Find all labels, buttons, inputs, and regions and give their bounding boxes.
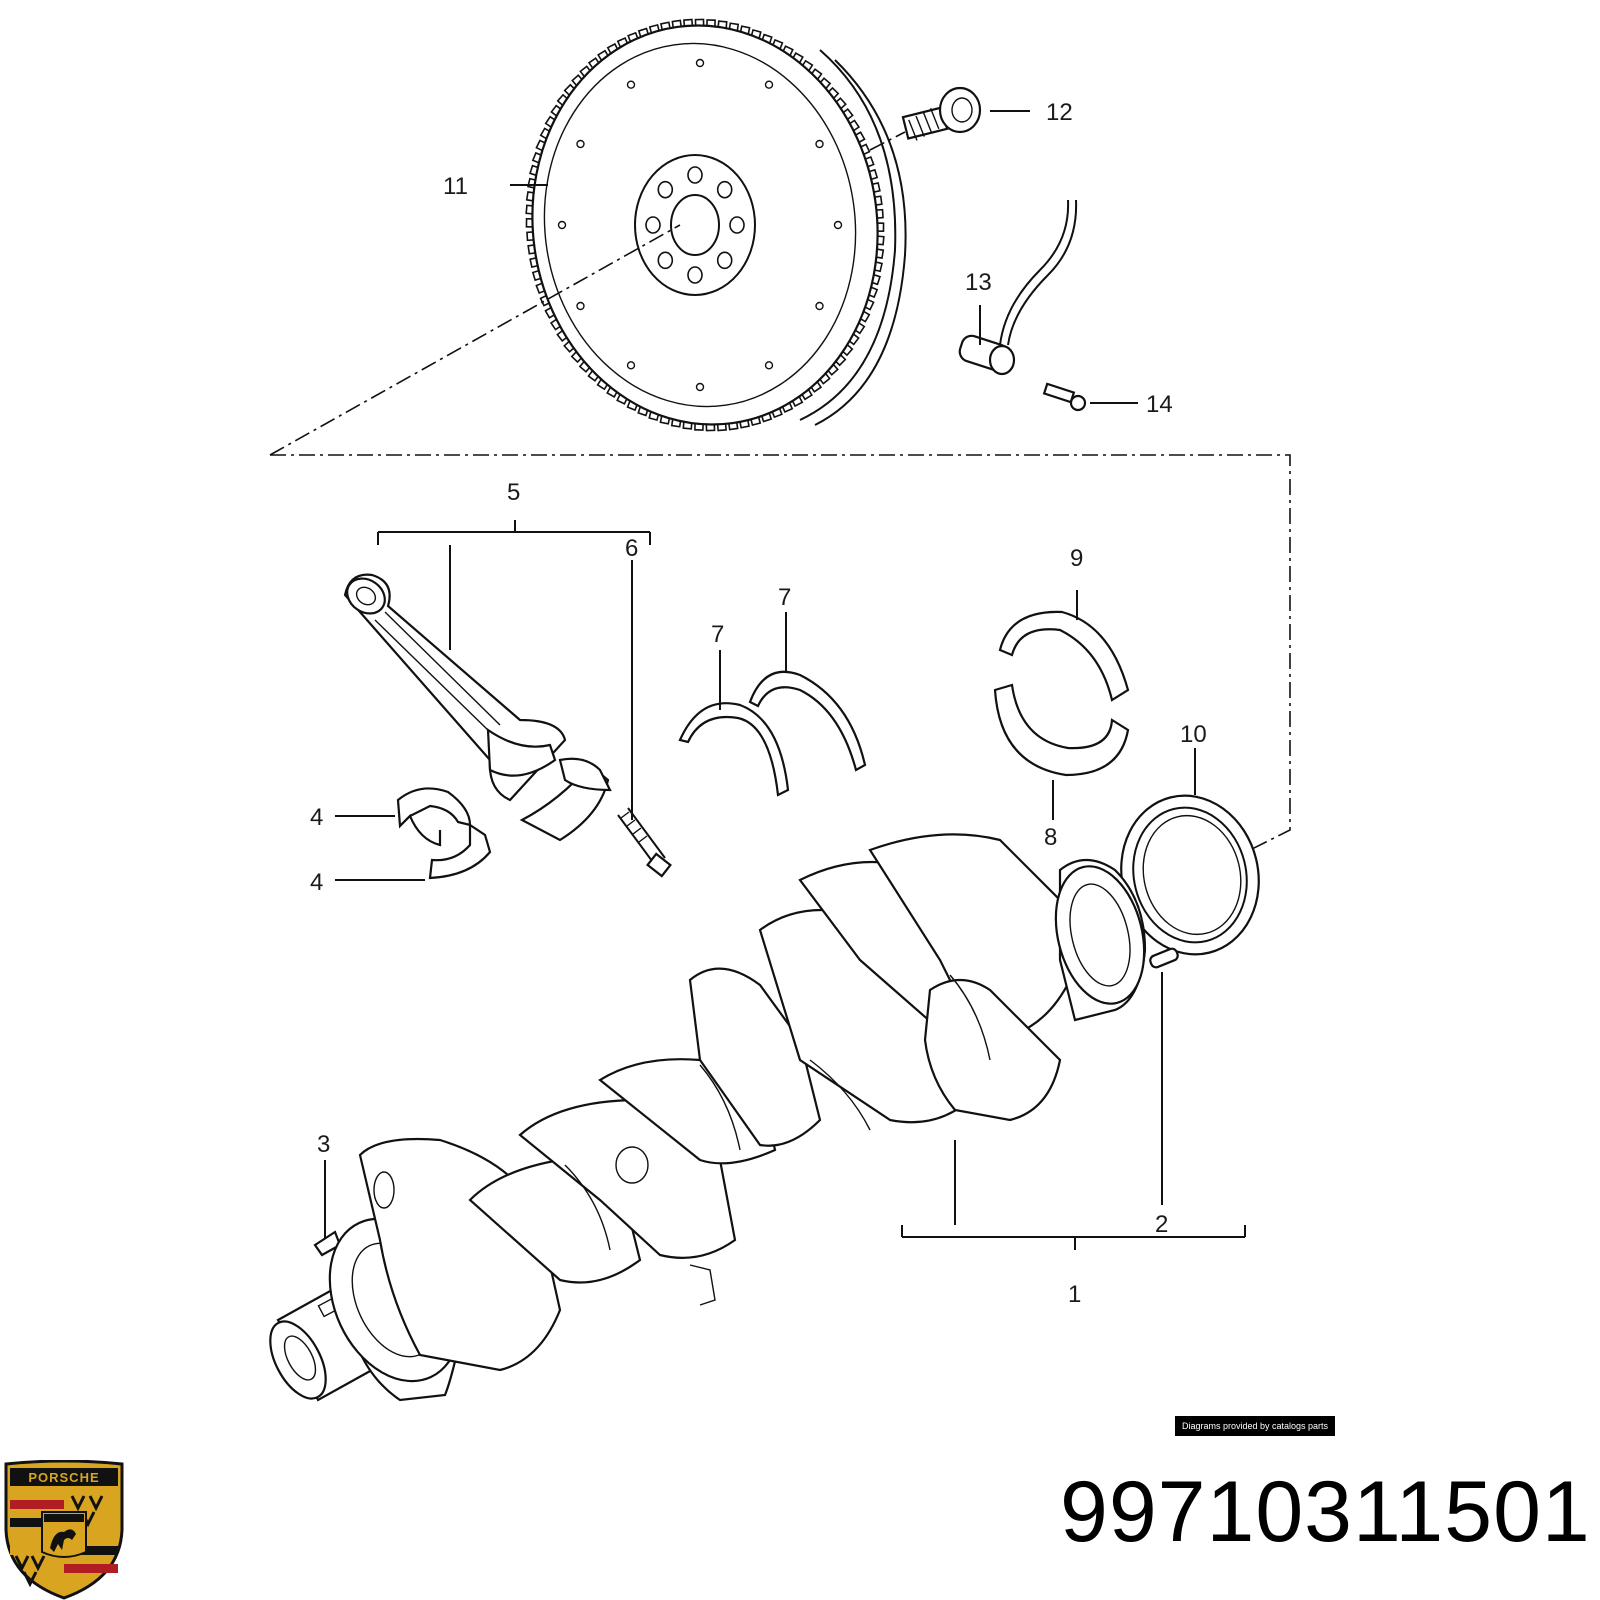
flywheel-rivet [695, 382, 705, 392]
diagram-credit-label: Diagrams provided by catalogs parts [1175, 1416, 1335, 1436]
flywheel-rivet [695, 58, 705, 68]
porsche-crest-logo: PORSCHE [4, 1460, 124, 1600]
callout-7-left: 7 [711, 621, 724, 648]
callout-2: 2 [1155, 1211, 1168, 1238]
rod-bolt [617, 807, 672, 878]
flywheel-rivet [764, 80, 774, 89]
callout-9: 9 [1070, 545, 1083, 572]
part-number: 99710311501 [1060, 1464, 1591, 1560]
callout-12: 12 [1046, 99, 1073, 126]
callouts: 11 12 13 14 5 6 7 7 9 10 8 4 4 3 2 1 [310, 99, 1207, 1308]
flywheel-bolt-hole [687, 166, 703, 184]
callout-14: 14 [1146, 391, 1173, 418]
leader-lines [324, 110, 1246, 1250]
callout-7-right: 7 [778, 584, 791, 611]
crankshaft-seal [1120, 794, 1260, 956]
main-bearing-shell-upper [998, 610, 1130, 702]
callout-10: 10 [1180, 721, 1207, 748]
main-bearing-shell-lower [993, 683, 1130, 777]
flywheel-bolt-hole [657, 180, 674, 199]
callout-13: 13 [965, 269, 992, 296]
assembly-reference-line [269, 131, 1291, 851]
thrust-washer-right [748, 670, 867, 772]
flywheel-rivet [576, 301, 585, 311]
callout-8: 8 [1044, 824, 1057, 851]
flywheel-bolt-hole [657, 251, 674, 270]
dowel-pin [1149, 947, 1179, 969]
flywheel-bolt [901, 86, 982, 141]
callout-4-lower: 4 [310, 869, 323, 896]
connecting-rod [343, 573, 612, 842]
callout-5: 5 [507, 479, 520, 506]
svg-text:PORSCHE: PORSCHE [28, 1470, 99, 1485]
callout-3: 3 [317, 1131, 330, 1158]
flywheel-rivet [815, 139, 824, 149]
flywheel-rivet [764, 361, 774, 370]
crankshaft [269, 833, 1147, 1402]
callout-4-upper: 4 [310, 804, 323, 831]
flywheel-bolt-hole [729, 216, 745, 234]
flywheel-bolt-hole [687, 266, 703, 284]
callout-6: 6 [625, 535, 638, 562]
flywheel-bolt-hole [716, 251, 733, 270]
flywheel-bolt-hole [716, 180, 733, 199]
speed-sensor [958, 199, 1087, 412]
callout-11: 11 [443, 173, 468, 200]
flywheel-rivet [815, 301, 824, 311]
flywheel-bolt-hole [645, 216, 661, 234]
thrust-washer-left [678, 702, 790, 797]
flywheel-rivet [626, 80, 636, 89]
flywheel [525, 18, 907, 432]
flywheel-rivet [557, 220, 567, 230]
flywheel-rivet [576, 139, 585, 149]
callout-1: 1 [1068, 1281, 1081, 1308]
flywheel-rivet [626, 361, 636, 370]
rod-bearing-shells [396, 787, 492, 880]
flywheel-rivet [833, 220, 843, 230]
